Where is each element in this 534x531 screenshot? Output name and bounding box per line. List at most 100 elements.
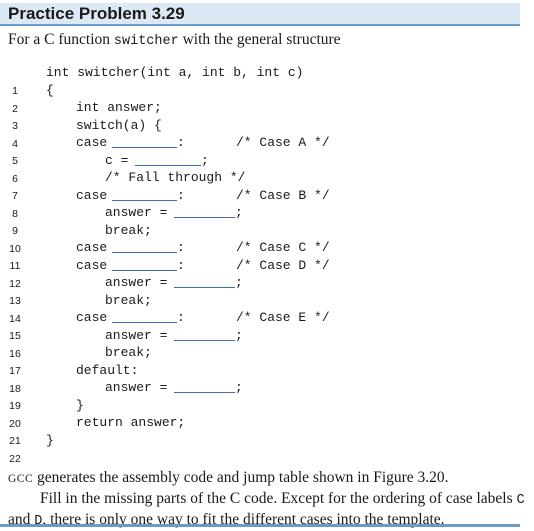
code-line-11: 11 case : /* Case C */ xyxy=(0,239,534,272)
fill-in-blank[interactable] xyxy=(174,274,235,288)
line-number: 12 xyxy=(9,277,21,290)
line-number: 9 xyxy=(12,225,18,237)
intro-prefix: For a C function xyxy=(8,31,114,48)
code-line-21: 21 return answer; xyxy=(0,414,534,447)
line-number: 17 xyxy=(9,365,21,377)
line-number: 16 xyxy=(9,347,21,360)
case-d-label: D xyxy=(34,514,43,529)
code-text: ; xyxy=(235,275,243,290)
line-number: 5 xyxy=(12,155,18,167)
code-text: break; xyxy=(105,292,152,308)
line-number: 3 xyxy=(12,120,18,132)
code-text: answer = xyxy=(105,275,168,290)
code-comment: /* Fall through */ xyxy=(105,170,246,185)
code-comment: /* Case A */ xyxy=(236,135,330,150)
code-text: int switcher(int a, int b, int c) xyxy=(46,65,304,80)
gcc-label: gcc xyxy=(8,473,34,485)
code-comment: /* Case D */ xyxy=(236,257,330,273)
code-text: ; xyxy=(235,380,243,395)
code-text: c = xyxy=(105,152,129,168)
code-line-15: 15 case : /* Case E */ xyxy=(0,309,534,342)
code-text: case xyxy=(76,257,108,273)
footer-p2-text-a: Fill in the missing parts of the C code.… xyxy=(40,490,517,507)
code-text: switch(a) { xyxy=(76,117,162,133)
code-text: case xyxy=(76,240,108,255)
code-line-16: 16 answer = ; xyxy=(0,327,534,360)
code-text: ; xyxy=(235,205,243,220)
line-number: 6 xyxy=(12,172,18,185)
line-number: 18 xyxy=(9,382,21,395)
code-line-5: 5 case : /* Case A */ xyxy=(0,134,534,167)
footer-paragraph-1: gcc generates the assembly code and jump… xyxy=(8,468,528,489)
line-number: 1 xyxy=(12,85,18,97)
line-number: 10 xyxy=(9,242,21,255)
footer-p2-text-b: , there is only one way to fit the diffe… xyxy=(42,511,445,528)
code-line-14: 14 break; xyxy=(0,292,534,325)
code-text: default: xyxy=(76,362,139,378)
code-line-6: 6 c = ; xyxy=(0,152,534,185)
line-number: 13 xyxy=(9,295,21,307)
footer-p2-and: and xyxy=(8,511,35,528)
function-name: switcher xyxy=(113,34,179,49)
code-text: ; xyxy=(235,327,243,343)
fill-in-blank[interactable] xyxy=(112,309,177,323)
code-comment: /* Case E */ xyxy=(236,310,330,325)
code-line-19: 19 answer = ; xyxy=(0,379,534,412)
code-text: case xyxy=(76,187,108,203)
code-text: } xyxy=(76,397,84,413)
code-text: case xyxy=(76,310,108,325)
code-line-1: 1 int switcher(int a, int b, int c) xyxy=(0,64,534,97)
code-line-2: 2 { xyxy=(0,82,534,115)
intro-text: For a C function switcher with the gener… xyxy=(8,31,341,49)
intro-suffix: with the general structure xyxy=(178,31,341,48)
code-line-10: 10 break; xyxy=(0,222,534,255)
fill-in-blank[interactable] xyxy=(112,134,177,148)
line-number: 7 xyxy=(12,190,18,202)
fill-in-blank[interactable] xyxy=(174,204,235,218)
fill-in-blank[interactable] xyxy=(174,327,235,341)
footer-text: gcc generates the assembly code and jump… xyxy=(8,468,528,531)
code-comment: /* Case B */ xyxy=(236,187,330,203)
problem-title: Practice Problem 3.29 xyxy=(8,4,185,23)
fill-in-blank[interactable] xyxy=(112,257,177,271)
fill-in-blank[interactable] xyxy=(112,187,177,201)
code-line-17: 17 break; xyxy=(0,344,534,377)
code-line-7: 7 /* Fall through */ xyxy=(0,169,534,202)
line-number: 20 xyxy=(9,417,21,430)
line-number: 19 xyxy=(9,400,21,412)
code-text: break; xyxy=(105,345,152,360)
title-bar: Practice Problem 3.29 xyxy=(0,3,520,26)
fill-in-blank[interactable] xyxy=(135,152,201,166)
code-line-4: 4 switch(a) { xyxy=(0,117,534,150)
code-text: return answer; xyxy=(76,415,186,430)
code-text: : xyxy=(177,257,185,273)
code-text: answer = xyxy=(105,380,168,395)
line-number: 4 xyxy=(12,137,18,150)
code-text: } xyxy=(46,432,54,448)
fill-in-blank[interactable] xyxy=(112,239,177,253)
fill-in-blank[interactable] xyxy=(174,379,235,393)
code-text: ; xyxy=(201,152,209,168)
code-text: : xyxy=(177,187,185,203)
line-number: 22 xyxy=(9,452,21,465)
code-text: : xyxy=(177,240,185,255)
line-number: 2 xyxy=(12,102,18,115)
line-number: 21 xyxy=(9,435,21,447)
line-number: 11 xyxy=(9,260,21,272)
code-text: { xyxy=(46,82,54,98)
case-c-label: C xyxy=(516,493,525,508)
code-text: break; xyxy=(105,222,152,238)
code-comment: /* Case C */ xyxy=(236,240,330,255)
code-line-20: 20 } xyxy=(0,397,534,430)
code-text: int answer; xyxy=(76,100,162,115)
code-line-3: 3 int answer; xyxy=(0,99,534,132)
code-text: answer = xyxy=(105,205,168,220)
code-text: answer = xyxy=(105,327,168,343)
line-number: 8 xyxy=(12,207,18,220)
code-line-9: 9 answer = ; xyxy=(0,204,534,237)
code-line-12: 12 case : /* Case D */ xyxy=(0,257,534,290)
code-line-8: 8 case : /* Case B */ xyxy=(0,187,534,220)
code-line-18: 18 default: xyxy=(0,362,534,395)
code-text: case xyxy=(76,135,108,150)
code-line-22: 22 } xyxy=(0,432,534,465)
